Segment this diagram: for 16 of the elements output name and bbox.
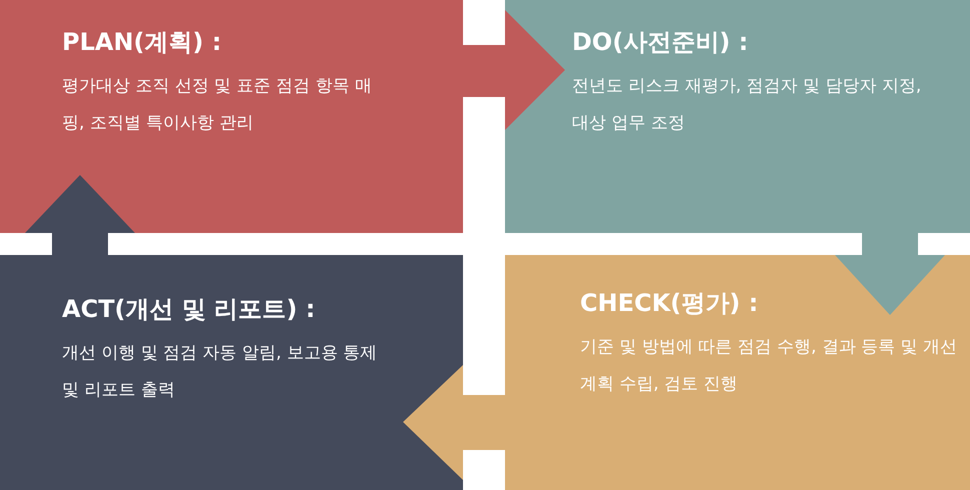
arrow bbox=[463, 10, 565, 130]
arrow bbox=[25, 175, 135, 255]
panel-title: DO(사전준비) : bbox=[572, 27, 748, 58]
panel-title: PLAN(계획) : bbox=[62, 27, 222, 58]
panel-description: 기준 및 방법에 따른 점검 수행, 결과 등록 및 개선계획 수립, 검토 진행 bbox=[580, 336, 958, 396]
do-panel bbox=[505, 0, 970, 233]
act-panel bbox=[0, 255, 463, 490]
arrow bbox=[403, 365, 505, 480]
plan-panel bbox=[0, 0, 463, 233]
panel-description: 전년도 리스크 재평가, 점검자 및 담당자 지정, 대상 업무 조정 bbox=[572, 75, 922, 135]
panel-title: ACT(개선 및 리포트) : bbox=[62, 294, 316, 325]
check-panel bbox=[505, 255, 970, 490]
panel-description: 평가대상 조직 선정 및 표준 점검 항목 매핑, 조직별 특이사항 관리 bbox=[62, 75, 373, 135]
panel-description: 개선 이행 및 점검 자동 알림, 보고용 통제 및 리포트 출력 bbox=[62, 342, 378, 402]
arrow bbox=[835, 233, 945, 315]
panel-title: CHECK(평가) : bbox=[580, 288, 758, 319]
